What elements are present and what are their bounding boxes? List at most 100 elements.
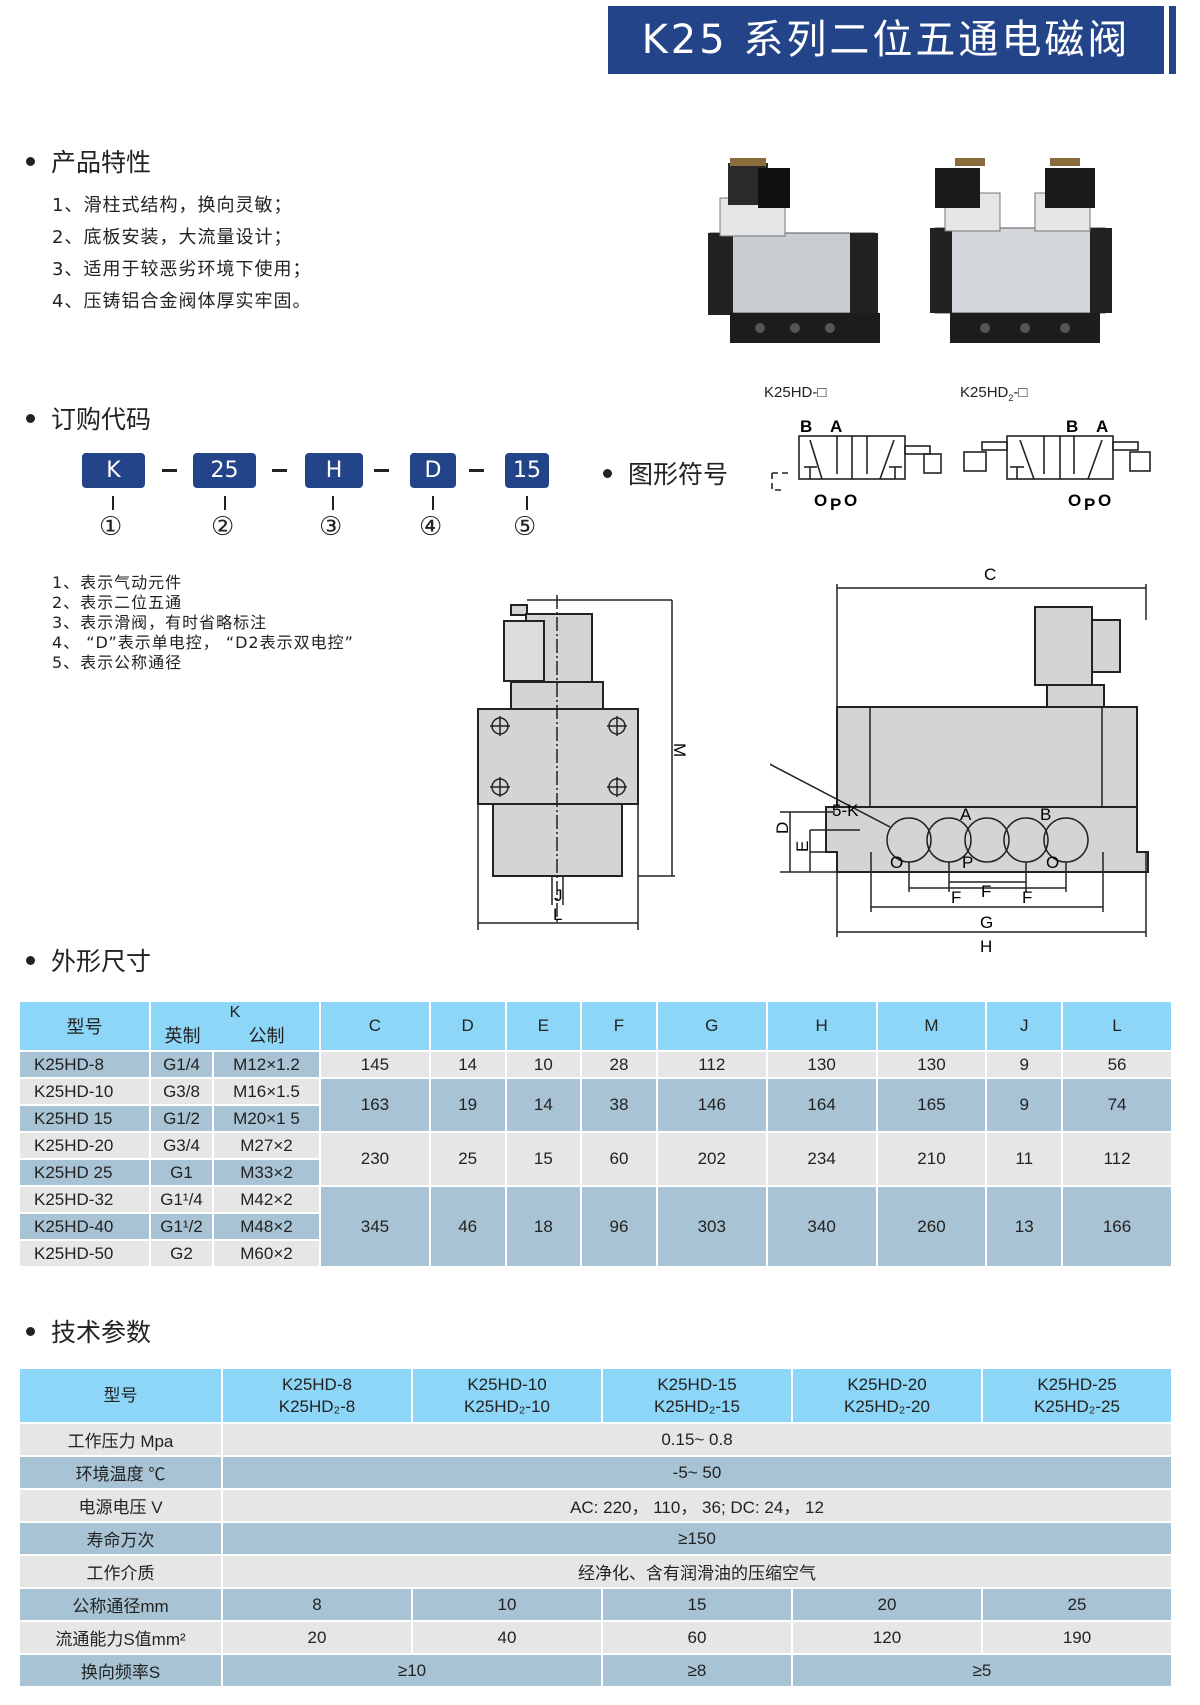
model-name: K25HD₂-10 [464,1396,550,1416]
cell-j: 13 [985,1185,1064,1268]
code-marker: ① [99,512,123,542]
cell-h: 340 [765,1185,878,1268]
header-g: G [655,1000,768,1052]
cell-metric: M60×2 [212,1239,321,1268]
cell-freq: ≥5 [791,1653,1173,1688]
cell-metric: M16×1.5 [212,1077,321,1106]
port-label-p: P [830,495,841,514]
cell-g: 146 [655,1077,768,1133]
cell-c: 230 [319,1131,431,1187]
tech-heading: 技术参数 [26,1313,151,1349]
cell-imperial: G2 [149,1239,214,1268]
cell-model: K25HD 15 [18,1104,151,1133]
model-name: K25HD₂-15 [654,1396,740,1416]
header-k: K 英制公制 [149,1000,321,1052]
cell-medium: 经净化、含有润滑油的压缩空气 [221,1554,1173,1589]
cell-e: 18 [504,1185,583,1268]
cell-model: K25HD-40 [18,1212,151,1241]
cell-freq: ≥8 [601,1653,793,1688]
dim-label-j: J [554,886,563,905]
table-row: 工作介质经净化、含有润滑油的压缩空气 [18,1554,1173,1589]
feature-item: 2、底板安装，大流量设计； [52,227,293,248]
cell-imperial: G1 [149,1158,214,1187]
table-header-row: 型号 K 英制公制 C D E F G H M J L [18,1000,1173,1052]
note-item: 5、表示公称通径 [52,653,183,672]
cell-metric: M12×1.2 [212,1050,321,1079]
cell-metric: M27×2 [212,1131,321,1160]
cell-l: 166 [1061,1185,1173,1268]
code-separator [272,469,287,472]
cell-l: 112 [1061,1131,1173,1187]
bullet-icon [26,1326,35,1336]
dim-label-m: M [670,743,689,757]
header-l: L [1061,1000,1173,1052]
dim-label-c: C [984,565,996,584]
cell-imperial: G1¹/2 [149,1212,214,1241]
symbols-heading-text: 图形符号 [628,460,729,489]
code-separator [162,469,177,472]
cell-d: 46 [428,1185,507,1268]
code-separator [374,469,389,472]
port-label-a: A [1096,417,1108,436]
header-m: M [875,1000,988,1052]
feature-item: 3、适用于较恶劣环境下使用； [52,259,312,280]
cell-bore: 10 [411,1587,603,1622]
symbol-label-double-suffix: -□ [1013,384,1028,401]
cell-flow: 60 [601,1620,793,1655]
symbol-label-single: K25HD-□ [764,384,827,401]
double-solenoid-symbol: B A O P O [963,417,1151,514]
cell-m: 260 [875,1185,988,1268]
dim-label-f: F [951,888,961,907]
cell-f: 38 [580,1077,658,1133]
header-h: H [765,1000,878,1052]
model-name: K25HD₂-8 [278,1396,356,1416]
cell-bore: 15 [601,1587,793,1622]
cell-h: 234 [765,1131,878,1187]
cell-f: 28 [580,1050,658,1079]
code-marker: ② [211,512,235,542]
single-solenoid-symbol: B A O P O [771,417,942,514]
row-label-pressure: 工作压力 Mpa [18,1422,223,1457]
note-item: 1、表示气动元件 [52,573,183,592]
cell-l: 56 [1061,1050,1173,1079]
cell-pressure: 0.15~ 0.8 [221,1422,1173,1457]
row-label-temp: 环境温度 ℃ [18,1455,223,1490]
model-name: K25HD-10 [467,1374,547,1394]
header-c: C [319,1000,431,1052]
bullet-icon [26,156,35,166]
single-solenoid-valve-photo [708,158,880,343]
cell-e: 14 [504,1077,583,1133]
cell-imperial: G3/8 [149,1077,214,1106]
dim-label-h: H [980,937,992,956]
code-box-k: K [82,453,145,488]
cell-bore: 25 [981,1587,1173,1622]
cell-freq: ≥10 [221,1653,603,1688]
cell-model: K25HD-20 [18,1131,151,1160]
model-name: K25HD-20 [847,1374,927,1394]
cell-bore: 20 [791,1587,983,1622]
port-label-a: A [960,805,972,824]
code-tick [112,496,114,510]
header-e: E [504,1000,583,1052]
port-label-o: O [844,491,857,510]
double-solenoid-valve-photo [930,158,1112,343]
cell-m: 210 [875,1131,988,1187]
cell-flow: 40 [411,1620,603,1655]
code-box-size: 25 [193,453,256,488]
cell-g: 202 [655,1131,768,1187]
cell-life: ≥150 [221,1521,1173,1556]
cell-m: 165 [875,1077,988,1133]
code-box-h: H [305,453,363,488]
